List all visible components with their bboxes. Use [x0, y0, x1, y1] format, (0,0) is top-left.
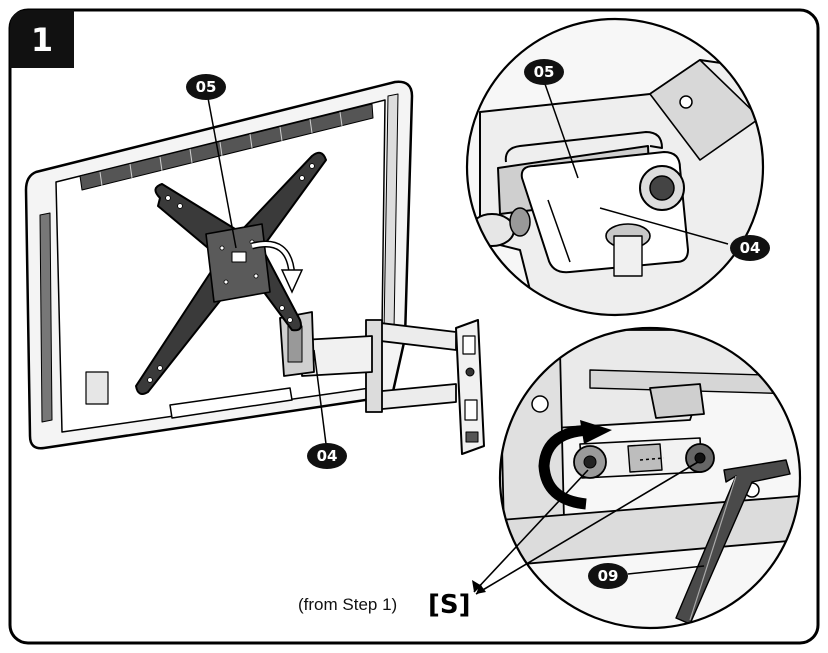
detail-circle-top: 05 04: [465, 17, 770, 317]
caption-from-step: (from Step 1): [298, 595, 397, 614]
callout-04-main: 04: [307, 443, 347, 469]
callout-05-detail: 05: [524, 59, 564, 85]
detail-circle-bottom: 09: [472, 326, 802, 630]
step-number: 1: [31, 21, 53, 59]
wall-arm: [279, 311, 485, 455]
callout-09: 09: [588, 563, 628, 589]
tighten-arrow: [538, 420, 612, 510]
callout-05-main-label: 05: [196, 78, 217, 96]
hang-arrow: [251, 240, 304, 294]
step-frame: [8, 8, 820, 645]
callout-04-detail-label: 04: [740, 239, 761, 257]
callout-05-detail-label: 05: [534, 63, 555, 81]
leader-lines-main: [207, 97, 327, 445]
callout-04-detail: 04: [730, 235, 770, 261]
caption-hardware-code: [S]: [428, 590, 471, 620]
hardware-caption: (from Step 1) [S]: [298, 590, 471, 620]
callout-09-label: 09: [598, 567, 619, 585]
step-badge: 1: [10, 10, 74, 68]
callout-05-main: 05: [186, 74, 226, 100]
callout-04-main-label: 04: [317, 447, 338, 465]
